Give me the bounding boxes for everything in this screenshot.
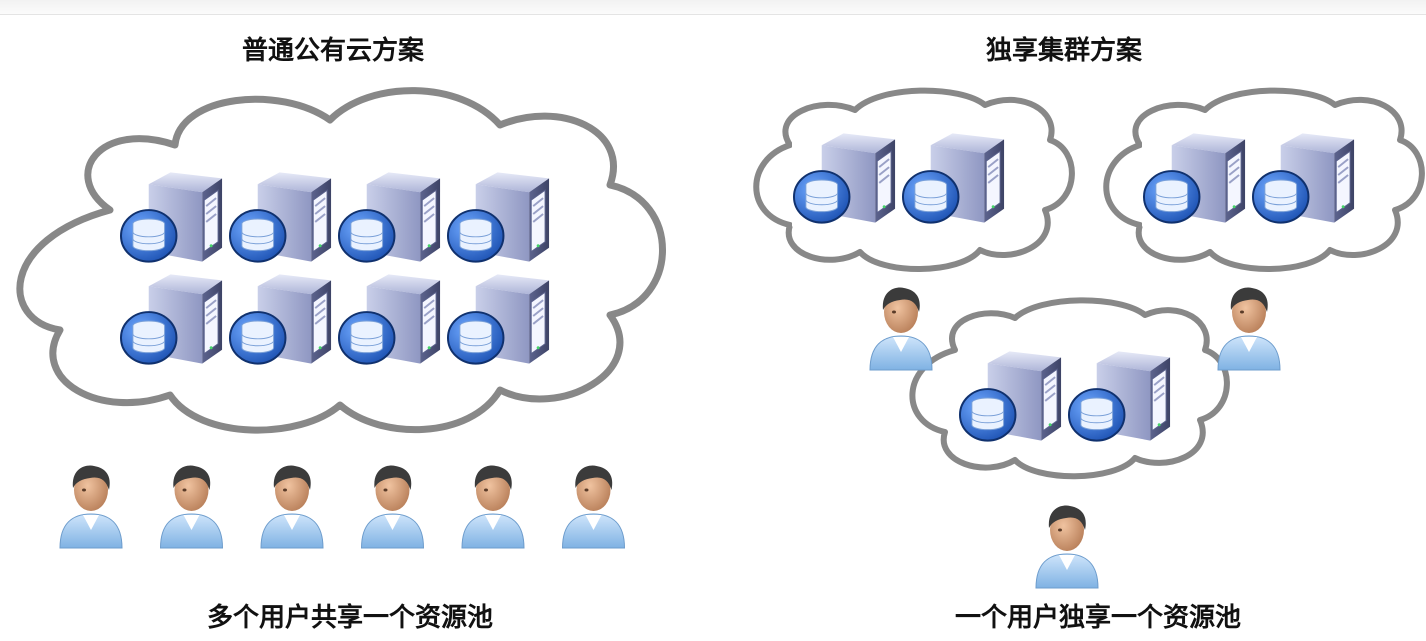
user-icon bbox=[361, 465, 424, 549]
server-icon bbox=[446, 267, 555, 369]
user-icon bbox=[869, 287, 933, 371]
user-icon bbox=[160, 465, 223, 549]
server-icon bbox=[1142, 126, 1251, 228]
right-caption: 一个用户独享一个资源池 bbox=[954, 603, 1242, 633]
user-icon bbox=[260, 465, 324, 549]
server-icon bbox=[119, 165, 228, 267]
server-icon bbox=[446, 165, 555, 267]
user-icon bbox=[562, 465, 625, 549]
user-icon bbox=[461, 465, 525, 549]
server-icon bbox=[337, 165, 446, 267]
server-icon bbox=[228, 267, 337, 369]
left-title: 普通公有云方案 bbox=[241, 36, 425, 66]
top-bar bbox=[0, 0, 1426, 15]
server-group-right bbox=[792, 126, 1360, 446]
server-icon bbox=[1067, 344, 1176, 446]
user-icon bbox=[59, 465, 123, 549]
user-icon bbox=[1035, 505, 1099, 589]
server-icon bbox=[792, 126, 901, 228]
right-title: 独享集群方案 bbox=[985, 36, 1143, 66]
user-icon bbox=[1217, 287, 1281, 371]
server-icon bbox=[337, 267, 446, 369]
server-icon bbox=[119, 267, 228, 369]
server-icon bbox=[901, 126, 1010, 228]
server-icon bbox=[228, 165, 337, 267]
server-icon bbox=[958, 344, 1067, 446]
left-caption: 多个用户共享一个资源池 bbox=[206, 603, 494, 633]
server-icon bbox=[1251, 126, 1360, 228]
